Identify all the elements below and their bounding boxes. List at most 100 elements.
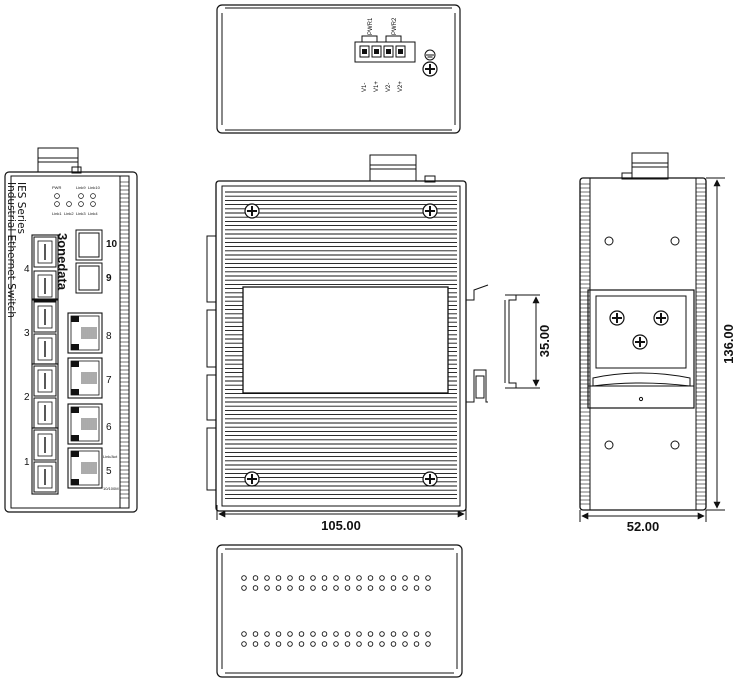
vent-hole xyxy=(321,641,328,647)
vent-hole xyxy=(390,585,397,591)
fiber-connector xyxy=(37,369,53,393)
pin-label-v1-minus: V1- xyxy=(362,83,368,92)
fiber-port-group xyxy=(31,234,59,300)
vent-hole xyxy=(287,641,293,647)
side-screws xyxy=(609,310,669,350)
din-clip-plate xyxy=(587,289,695,409)
pin-label-v2-minus: V2- xyxy=(386,83,392,92)
vent-hole xyxy=(333,641,339,647)
din-clip xyxy=(475,375,485,399)
mount-hole xyxy=(670,236,680,246)
vent-hole xyxy=(241,631,247,637)
rj45-port xyxy=(70,406,100,442)
rj45-ports xyxy=(67,312,103,489)
series-line2: Industrial Ethernet Switch xyxy=(5,182,17,318)
vent-hole xyxy=(413,585,420,591)
vent-hole xyxy=(264,631,270,637)
vent-hole xyxy=(252,641,259,647)
led-link1 xyxy=(54,201,60,207)
dimension-din-rail-label: 35.00 xyxy=(537,325,552,358)
sfp-slot-9 xyxy=(75,262,103,294)
vent-hole xyxy=(344,631,351,637)
vent-hole xyxy=(379,575,385,581)
rj45-port xyxy=(67,447,103,489)
vent-hole xyxy=(287,631,293,637)
fiber-group-2: 2 xyxy=(24,392,30,403)
vent-hole xyxy=(241,575,247,581)
led-label-link10: Link10 xyxy=(88,185,101,190)
mount-hole xyxy=(604,440,614,450)
led-link10 xyxy=(90,193,96,199)
fiber-connector xyxy=(37,305,53,329)
vent-hole xyxy=(344,641,351,647)
led-pwr xyxy=(54,193,60,199)
mount-hole xyxy=(670,440,680,450)
rj45-led xyxy=(71,435,79,441)
vent-hole xyxy=(321,585,328,591)
led-panel: PWR Link9 Link10 Link1 Link2 Link3 Link4 xyxy=(52,185,101,216)
terminal-pin xyxy=(398,49,403,54)
rj45-led xyxy=(71,479,79,485)
series-line1: IES Series xyxy=(15,182,27,234)
vent-hole xyxy=(310,585,316,591)
rj45-port xyxy=(70,315,100,351)
fiber-connector xyxy=(33,270,57,302)
rj45-led xyxy=(71,451,79,457)
din-rail-profile xyxy=(505,294,517,389)
vent-hole xyxy=(252,631,259,637)
fiber-connector xyxy=(33,365,57,397)
port-number-5: 5 xyxy=(106,466,112,477)
vent-hole xyxy=(333,631,339,637)
vent-hole xyxy=(425,575,431,581)
vent-hole xyxy=(413,631,420,637)
vent-hole xyxy=(333,585,339,591)
vent-hole xyxy=(367,575,374,581)
led-link2 xyxy=(66,201,72,207)
vent-hole xyxy=(252,575,259,581)
pin-label-v2-plus: V2+ xyxy=(398,81,404,92)
front-ridges xyxy=(120,181,129,499)
vent-hole xyxy=(275,641,282,647)
led-label-pwr: PWR xyxy=(52,185,61,190)
vent-hole xyxy=(356,641,362,647)
sfp-slot-9 xyxy=(78,265,100,291)
dimension-din-rail: 35.00 xyxy=(516,294,552,389)
vent-hole xyxy=(310,631,316,637)
terminal-label-pwr1: PWR1 xyxy=(368,17,374,35)
vent-hole xyxy=(367,631,374,637)
vent-hole xyxy=(298,641,305,647)
vent-hole xyxy=(298,585,305,591)
terminal-pin xyxy=(386,49,391,54)
vent-hole xyxy=(344,575,351,581)
terminal-pin xyxy=(383,45,394,58)
brand-logo: 3onedata xyxy=(55,233,70,291)
vent-hole xyxy=(252,585,259,591)
dimension-depth-label: 52.00 xyxy=(627,519,660,534)
fiber-connector xyxy=(37,401,53,425)
fiber-group-1: 1 xyxy=(24,457,30,468)
vent-hole xyxy=(356,575,362,581)
vent-hole xyxy=(379,631,385,637)
vent-hole xyxy=(287,575,293,581)
fiber-connector xyxy=(33,236,57,268)
led-label-link4: Link4 xyxy=(88,211,98,216)
rear-view xyxy=(206,154,517,512)
dimension-width: 105.00 xyxy=(216,505,467,533)
vent-hole xyxy=(275,585,282,591)
vent-hole xyxy=(310,575,316,581)
rj45-led xyxy=(71,389,79,395)
pin-label-v1-plus: V1+ xyxy=(374,81,380,92)
terminal-pin xyxy=(359,45,370,58)
vent-hole xyxy=(367,585,374,591)
led-label-link2: Link2 xyxy=(64,211,74,216)
rj45-port xyxy=(67,403,103,445)
ground-icon xyxy=(424,49,436,61)
led-label-link3: Link3 xyxy=(76,211,86,216)
side-terminal xyxy=(621,172,633,180)
fiber-connector xyxy=(37,433,53,457)
vent-hole xyxy=(390,575,397,581)
side-view xyxy=(579,152,707,511)
din-clip xyxy=(466,284,489,301)
rj45-port xyxy=(67,312,103,354)
vent-hole xyxy=(402,585,408,591)
